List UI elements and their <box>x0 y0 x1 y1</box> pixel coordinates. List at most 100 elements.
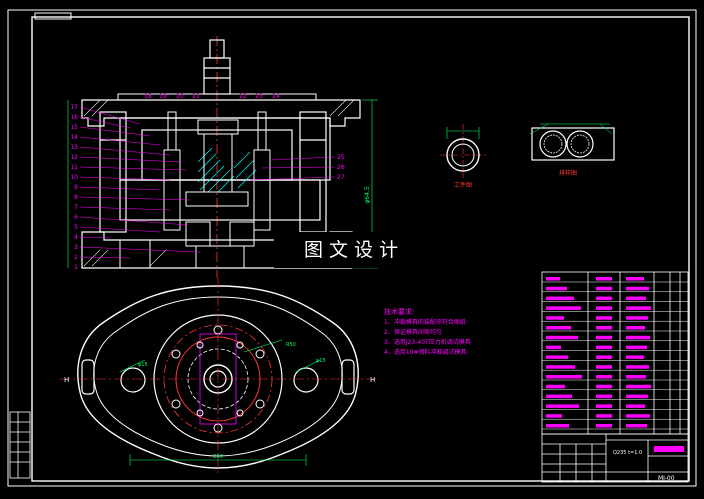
bom-cell-name <box>546 394 572 399</box>
bom-cell-name <box>546 326 571 330</box>
bom-cell-spec <box>626 365 649 369</box>
bom-cell-spec <box>626 286 649 291</box>
bom-cell-spec <box>626 414 650 418</box>
section-marker-left: H <box>64 376 69 384</box>
bom-cell-material <box>596 296 612 301</box>
workpiece-view <box>440 124 486 178</box>
plan-dim-mid: R50 <box>286 342 296 348</box>
title-block-name-bar <box>654 446 684 452</box>
upper-plate <box>81 99 361 127</box>
bom-cell-material <box>596 375 612 379</box>
bom-cell-name <box>546 277 560 281</box>
inner-contour <box>93 296 343 457</box>
right-slot <box>341 359 355 395</box>
bom-cell-material <box>596 335 612 340</box>
bom-cell-name <box>546 375 582 379</box>
part-number-left: 16 <box>70 114 78 121</box>
bom-cell-material <box>596 286 612 291</box>
bom-cell-material <box>596 316 612 320</box>
right-guide-hole <box>293 367 319 393</box>
bom-cell-material <box>596 345 612 350</box>
plan-dimensions <box>119 339 321 466</box>
part-number-left: 2 <box>74 254 78 261</box>
bom-cell-material <box>596 384 612 389</box>
part-number-top: 24 <box>272 93 280 100</box>
tech-notes-title: 技术要求: <box>384 307 414 316</box>
drawing-frame <box>7 9 697 487</box>
left-guide-hole <box>120 367 146 393</box>
watermark: 图文设计 <box>274 232 434 268</box>
part-number-top: 19 <box>159 93 167 100</box>
bom-cell-name <box>546 384 565 389</box>
bom-cell-spec <box>626 355 644 359</box>
section-view <box>67 36 378 278</box>
bom-cell-spec <box>626 404 645 408</box>
lower-base-step <box>119 239 151 269</box>
upper-plate-step <box>117 93 317 101</box>
bom-cell-name <box>546 345 561 350</box>
bom-cell-name <box>546 306 581 310</box>
bom-cell-spec <box>626 306 651 310</box>
bom-cell-name <box>546 296 574 301</box>
part-number-left: 9 <box>74 184 78 191</box>
bom-cell-material <box>596 424 612 428</box>
part-number-left: 15 <box>70 124 78 131</box>
bom-cell-spec <box>626 424 647 428</box>
part-number-top: 21 <box>192 93 200 100</box>
leaders-left <box>79 106 201 259</box>
punch-assembly <box>163 111 271 269</box>
part-number-left: 4 <box>74 234 78 241</box>
part-number-left: 17 <box>70 104 78 111</box>
bom-rows <box>542 277 688 430</box>
part-number-left: 11 <box>70 164 78 171</box>
bom-cell-spec <box>626 375 646 379</box>
part-number-left: 14 <box>70 134 78 141</box>
part-number-left: 6 <box>74 214 78 221</box>
bom-cell-name <box>546 355 568 359</box>
bom-cell-name <box>546 335 578 340</box>
part-number-right: 27 <box>337 174 345 181</box>
plan-view <box>60 278 376 476</box>
title-block <box>541 433 689 483</box>
tech-note-item: 2、保证模具间隙均匀 <box>384 328 442 336</box>
die-body <box>99 111 331 233</box>
part-number-left: 1 <box>74 264 78 271</box>
part-number-top: 20 <box>176 93 184 100</box>
bom-cell-material <box>596 365 612 369</box>
bom-cell-name <box>546 414 562 418</box>
tech-note-item: 3、选用J23-40T压力机调试模具 <box>384 338 471 346</box>
section-marker-right: H <box>370 376 375 384</box>
bom-table <box>541 271 689 435</box>
plan-dim-left: φ15 <box>138 362 148 368</box>
bom-cell-material <box>596 404 612 408</box>
bom-cell-spec <box>626 335 650 340</box>
part-number-left: 8 <box>74 194 78 201</box>
bom-cell-material <box>596 277 612 281</box>
bom-cell-spec <box>626 277 644 281</box>
workpiece-label: 工件图 <box>454 181 472 189</box>
leaders-right <box>249 156 335 181</box>
bom-cell-spec <box>626 384 651 389</box>
bom-cell-spec <box>626 394 648 399</box>
part-number-left: 13 <box>70 144 78 151</box>
tech-notes-list: 1、冲裁模具的装配须符合图纸2、保证模具间隙均匀3、选用J23-40T压力机调试… <box>384 318 471 356</box>
bom-cell-name <box>546 404 579 408</box>
title-block-drawing-no: MJ-00 <box>658 475 675 482</box>
hatch-cyan <box>197 147 257 193</box>
layout-label: 排样图 <box>559 169 577 177</box>
part-number-right: 26 <box>337 164 345 171</box>
title-block-material: Q235 t=1.0 <box>613 450 642 456</box>
bom-cell-material <box>596 394 612 399</box>
bom-cell-spec <box>626 316 648 320</box>
revision-strip <box>9 411 31 479</box>
plan-dim-right: φ15 <box>316 358 326 364</box>
part-number-left: 10 <box>70 174 78 181</box>
height-dim-text: φ64.5 <box>364 186 371 204</box>
bom-cell-name <box>546 316 564 320</box>
bom-cell-material <box>596 326 612 330</box>
part-number-top: 23 <box>255 93 263 100</box>
part-number-left: 3 <box>74 244 78 251</box>
